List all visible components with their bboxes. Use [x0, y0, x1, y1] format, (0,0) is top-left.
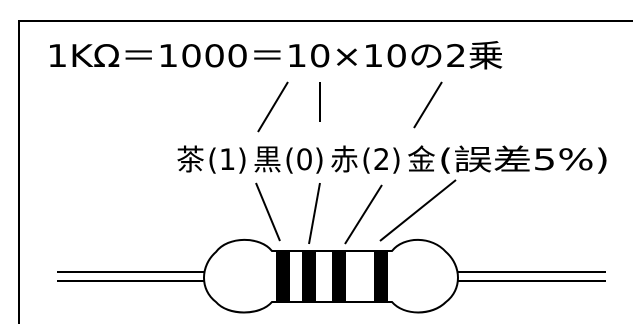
- band-label-gold-name: 金: [407, 143, 436, 177]
- resistor-body: [203, 238, 459, 314]
- leader-brown: [255, 182, 281, 242]
- connector-digit-1: [257, 81, 289, 133]
- formula-text: 1KΩ＝1000＝10×10の2乗: [46, 39, 504, 75]
- resistor-bands: [276, 250, 388, 303]
- formula-connectors: [257, 81, 443, 133]
- leader-black: [308, 182, 321, 245]
- band-label-brown-value: (1): [207, 143, 248, 177]
- band-label-red-name: 赤: [330, 143, 359, 177]
- band-label-black-name: 黒: [253, 143, 282, 177]
- leader-gold: [379, 179, 457, 242]
- band-label-black-value: (0): [284, 143, 325, 177]
- resistor-leads: [57, 271, 606, 282]
- connector-exponent: [413, 81, 443, 129]
- band-gold: [374, 250, 388, 303]
- band-leaders: [255, 179, 457, 245]
- frame-border: [18, 20, 633, 324]
- band-label-gold-value: (誤差5%): [438, 143, 610, 177]
- band-labels: 茶 (1) 黒 (0) 赤 (2) 金 (誤差5%): [176, 143, 610, 177]
- band-label-brown-name: 茶: [176, 143, 205, 177]
- leader-red: [344, 184, 383, 245]
- band-label-red-value: (2): [361, 143, 402, 177]
- band-black: [302, 250, 316, 303]
- band-brown: [276, 250, 290, 303]
- band-red: [332, 250, 346, 303]
